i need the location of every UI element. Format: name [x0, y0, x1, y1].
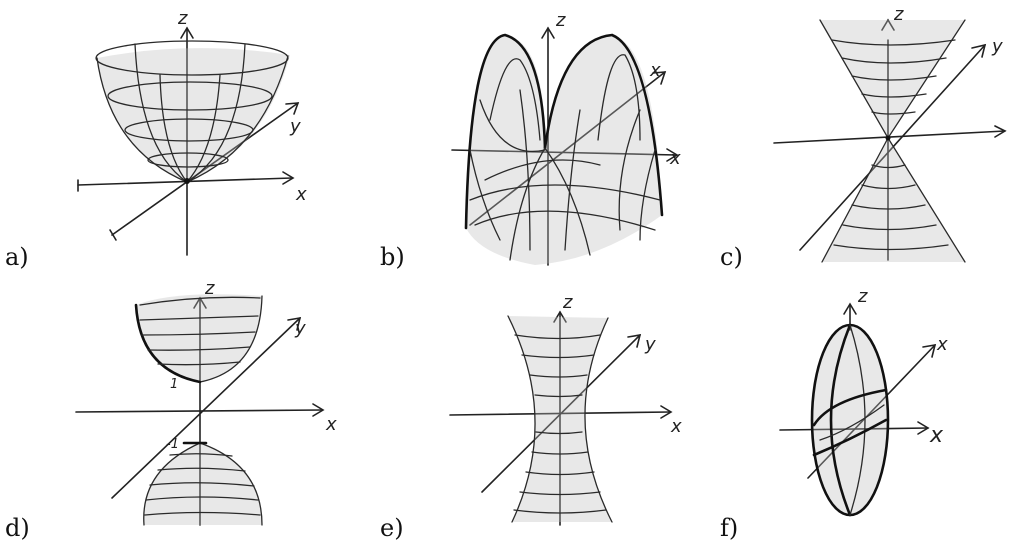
y-axis	[469, 71, 666, 226]
axis-label-x: x	[669, 148, 681, 169]
x-axis	[451, 149, 677, 156]
panel-a-paraboloid-icon	[77, 26, 300, 256]
panel-label-f: f)	[720, 514, 739, 542]
panel-label-c: c)	[720, 243, 743, 271]
mark-minus-one: -1	[166, 437, 179, 452]
axis-label-z: z	[893, 4, 904, 25]
y-axis	[111, 317, 301, 499]
axis-label-y: y	[289, 116, 301, 137]
axis-label-x: x	[670, 416, 682, 437]
axis-label-z: z	[555, 10, 566, 31]
panel-label-b: b)	[380, 243, 405, 271]
panel-b-saddle-icon	[451, 26, 679, 266]
axis-label-z: z	[562, 292, 573, 313]
panel-e-hyperboloid-one-sheet-icon	[449, 310, 673, 526]
panel-label-d: d)	[5, 514, 30, 542]
panel-f-ellipsoid-icon	[779, 302, 937, 517]
panel-label-e: e)	[380, 514, 404, 542]
mark-plus-one: 1	[170, 377, 178, 392]
axis-label-x: x	[649, 60, 661, 81]
panel-d-hyperboloid-two-sheets-icon	[75, 294, 325, 526]
axis-label-x: x	[325, 414, 337, 435]
x-axis	[75, 409, 323, 413]
y-axis	[807, 344, 936, 479]
axis-label-y: y	[991, 36, 1003, 57]
axis-label-z: z	[204, 278, 215, 299]
y-axis	[111, 102, 299, 236]
axis-label-y: y	[294, 318, 306, 339]
panel-c-cone-icon	[773, 18, 1007, 263]
y-axis	[481, 334, 641, 493]
axis-label-x: x	[936, 334, 948, 355]
axis-label-z: z	[857, 286, 868, 307]
axis-label-x: x	[929, 423, 944, 448]
axis-label-z: z	[177, 8, 188, 29]
panel-label-a: a)	[5, 243, 29, 271]
axis-label-y: y	[644, 334, 656, 355]
axis-label-x: x	[295, 184, 307, 205]
y-axis	[799, 44, 986, 251]
